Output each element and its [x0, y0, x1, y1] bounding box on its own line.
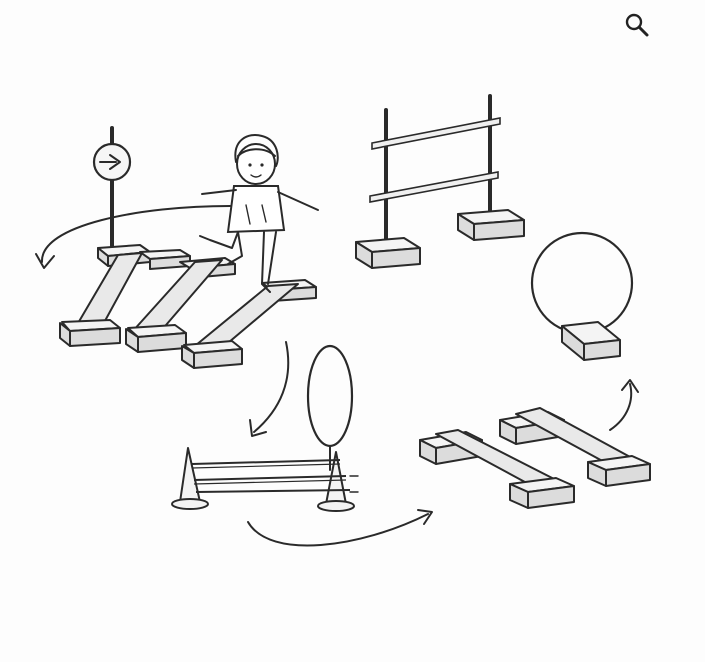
hoop-on-brick: [530, 231, 634, 361]
child-figure: [199, 134, 319, 293]
zoom-button[interactable]: [620, 8, 654, 42]
direction-sign: [92, 126, 151, 267]
double-plank-bridge: [419, 407, 651, 509]
hurdle-two-bars: [355, 94, 525, 269]
balance-planks: [59, 249, 317, 369]
cone-hurdle-with-hoop: [171, 344, 359, 512]
magnifier-icon: [625, 13, 649, 37]
